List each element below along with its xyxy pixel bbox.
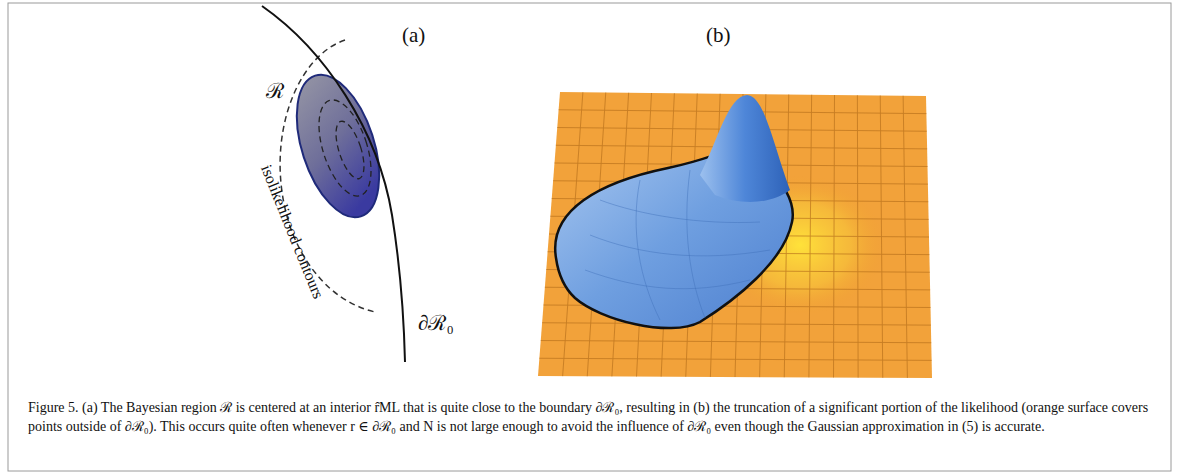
panel-label: (a) [402, 24, 425, 47]
grid-line [857, 95, 859, 377]
grid-line [809, 95, 812, 378]
region-label: ℛ [266, 80, 284, 103]
grid-line [542, 323, 931, 325]
figure-frame [8, 3, 1171, 471]
panel-b-illustration [538, 92, 932, 378]
grid-line [903, 96, 907, 378]
grid-line [539, 358, 931, 360]
grid-line [541, 341, 932, 343]
figure-caption: Figure 5. (a) The Bayesian region ℛ is c… [28, 398, 1156, 436]
panel-label: (b) [706, 24, 731, 47]
boundary-label: ∂ℛ₀ [418, 312, 454, 335]
grid-line [880, 96, 883, 378]
grid-line [834, 95, 835, 378]
panel-a-illustration [262, 6, 405, 362]
